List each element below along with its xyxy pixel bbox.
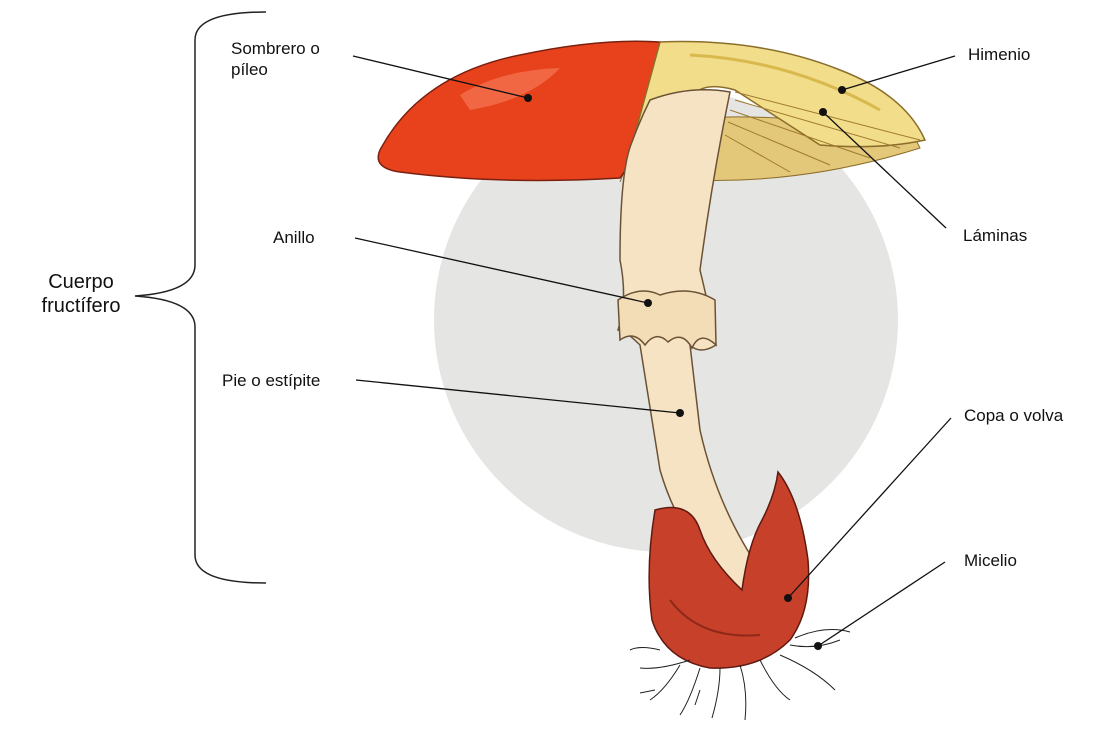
label-sombrero-line1: Sombrero o xyxy=(231,38,320,59)
label-laminas: Láminas xyxy=(963,225,1027,246)
label-anillo: Anillo xyxy=(273,227,315,248)
label-cuerpo-line2: fructífero xyxy=(22,294,140,318)
label-pie: Pie o estípite xyxy=(222,370,320,391)
label-micelio: Micelio xyxy=(964,550,1017,571)
label-himenio: Himenio xyxy=(968,44,1030,65)
cap xyxy=(378,41,660,180)
label-cuerpo-line1: Cuerpo xyxy=(22,270,140,294)
fruiting-body-bracket xyxy=(135,12,266,583)
label-cuerpo-fructifero: Cuerpo fructífero xyxy=(22,270,140,318)
label-copa: Copa o volva xyxy=(964,405,1063,426)
label-sombrero: Sombrero o píleo xyxy=(231,38,320,80)
label-sombrero-line2: píleo xyxy=(231,59,320,80)
